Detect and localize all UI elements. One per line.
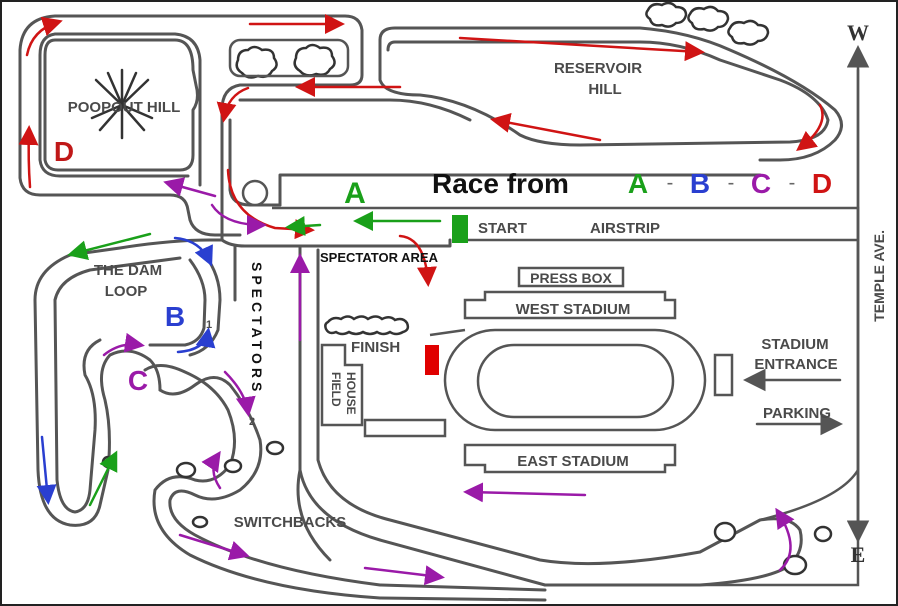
- start-marker: [452, 215, 468, 243]
- title-letter-d: D: [812, 168, 832, 199]
- stadium-complex: [320, 266, 734, 474]
- marker-2: 2: [249, 416, 255, 428]
- marker-1: 1: [206, 319, 212, 331]
- label-finish: FINISH: [351, 339, 400, 356]
- label-stadium: STADIUM: [761, 336, 828, 353]
- checkpoint-c: C: [128, 365, 148, 396]
- hill-sun-symbol: [90, 68, 154, 140]
- label-entrance: ENTRANCE: [754, 356, 837, 373]
- label-parking: PARKING: [763, 405, 831, 422]
- label-spectators: SPECTATORS: [249, 262, 265, 395]
- west-stadium-building: [463, 290, 677, 320]
- stadium-entrance-booth: [713, 353, 734, 397]
- label-house: HOUSE: [344, 372, 358, 415]
- checkpoint-d: D: [54, 136, 74, 167]
- title-letter-a: A: [628, 168, 648, 199]
- field-house-building: [320, 343, 364, 427]
- running-track-inner: [476, 343, 675, 419]
- label-east-stadium: EAST STADIUM: [517, 453, 628, 470]
- label-loop: LOOP: [105, 283, 148, 300]
- label-start: START: [478, 220, 527, 237]
- label-field: FIELD: [329, 372, 343, 407]
- label-poopout-hill: POOPOUT HILL: [68, 99, 181, 116]
- title-letter-c: C: [751, 168, 771, 199]
- compass-east: E: [851, 542, 866, 567]
- title-sep-2: -: [728, 172, 735, 194]
- label-west-stadium: WEST STADIUM: [516, 301, 631, 318]
- finish-marker: [425, 345, 439, 375]
- press-box-building: [517, 266, 625, 288]
- route-arrows: [18, 14, 870, 586]
- roundabout: [241, 179, 269, 207]
- checkpoint-a: A: [344, 177, 366, 210]
- field-house-annex: [363, 418, 447, 438]
- label-reservoir-hill: HILL: [588, 81, 621, 98]
- title-sep-3: -: [789, 172, 796, 194]
- race-title: Race from A - B - C - D: [432, 168, 832, 199]
- checkpoint-b: B: [165, 301, 185, 332]
- title-sep-1: -: [667, 172, 674, 194]
- title-prefix: Race from: [432, 168, 569, 199]
- vegetation: [101, 1, 833, 576]
- compass-west: W: [847, 20, 869, 45]
- label-spectator-area: SPECTATOR AREA: [320, 250, 439, 265]
- title-letter-b: B: [690, 168, 710, 199]
- label-press-box: PRESS BOX: [530, 270, 612, 286]
- east-stadium-building: [463, 443, 677, 474]
- label-airstrip: AIRSTRIP: [590, 220, 660, 237]
- label-temple-ave: TEMPLE AVE.: [871, 230, 887, 322]
- label-switchbacks: SWITCHBACKS: [234, 514, 347, 531]
- label-reservoir: RESERVOIR: [554, 60, 642, 77]
- label-the-dam: THE DAM: [94, 262, 162, 279]
